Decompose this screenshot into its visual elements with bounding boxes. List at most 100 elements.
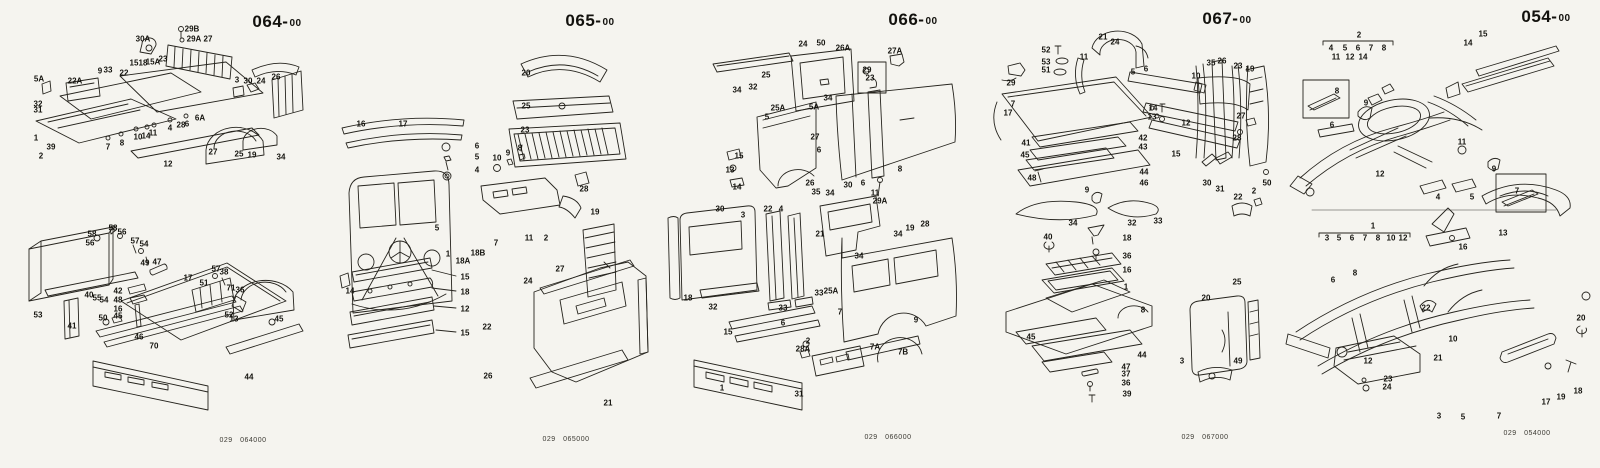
part-number-label: 30 <box>243 76 253 86</box>
part-number-label: 34 <box>276 152 286 162</box>
part-number-label: 24 <box>523 276 533 286</box>
part-number-label: 18 <box>460 287 470 297</box>
part-number-label: 44 <box>244 372 254 382</box>
part-number-label: 12 <box>460 304 470 314</box>
plate-code-065: 029 065000 <box>542 436 590 443</box>
part-number-label: 36 <box>235 285 245 295</box>
part-number-label: 8 <box>1140 305 1146 315</box>
part-number-label: 1 <box>33 133 39 143</box>
part-number-label: 17 <box>1003 108 1013 118</box>
part-number-label: 5 <box>764 112 770 122</box>
part-number-label: 15 <box>460 272 470 282</box>
part-number-label: 48 <box>1027 173 1037 183</box>
part-number-label: 5 <box>1130 67 1136 77</box>
part-number-label: 6 <box>860 178 866 188</box>
part-number-label: 22 <box>1421 303 1431 313</box>
plate-code-054: 029 054000 <box>1503 430 1551 437</box>
part-number-label: 44 <box>1139 167 1149 177</box>
part-number-label: 18B <box>470 248 486 258</box>
part-number-label: 17 <box>398 119 408 129</box>
part-number-label: 39 <box>1122 389 1132 399</box>
part-number-label: 6A <box>194 113 206 123</box>
part-number-label: 55 <box>92 293 102 303</box>
part-number-label: 42 <box>113 286 123 296</box>
part-number-label: 3 <box>1324 233 1330 243</box>
part-number-label: 50 <box>816 38 826 48</box>
page-number-067: 067-00 <box>1202 10 1251 27</box>
part-number-label: 16 <box>1122 265 1132 275</box>
part-number-label: 12 <box>1345 52 1355 62</box>
part-number-label: 25 <box>234 149 244 159</box>
part-number-label: 71 <box>226 283 236 293</box>
part-number-label: 14 <box>732 182 742 192</box>
part-number-label: 6 <box>184 119 190 129</box>
part-number-label: 7A <box>869 342 881 352</box>
part-number-label: 7 <box>837 307 843 317</box>
part-number-label: 28A <box>795 344 811 354</box>
page-number-main: 066- <box>888 10 925 29</box>
part-number-label: 25A <box>770 103 786 113</box>
part-number-label: 33 <box>103 65 113 75</box>
part-number-label: 22A <box>67 76 83 86</box>
part-number-label: 2 <box>1356 30 1362 40</box>
part-number-label: 6 <box>1355 43 1361 53</box>
part-number-label: 26 <box>483 371 493 381</box>
part-number-label: 32 <box>1127 218 1137 228</box>
part-number-label: 52 <box>224 310 234 320</box>
page-number-066: 066-00 <box>888 11 937 28</box>
page-number-064: 064-00 <box>252 13 301 30</box>
part-number-label: 2 <box>1251 186 1257 196</box>
part-number-label: 17 <box>183 273 193 283</box>
part-number-label: 30 <box>843 180 853 190</box>
part-number-label: 5 <box>434 223 440 233</box>
part-number-label: 37 <box>1121 369 1131 379</box>
part-number-label: 11 <box>870 188 880 198</box>
part-number-label: 39 <box>46 142 56 152</box>
part-number-label: 58 <box>108 223 118 233</box>
part-number-label: 33 <box>814 288 824 298</box>
part-number-label: 27 <box>1236 111 1246 121</box>
part-number-label: 57 <box>211 264 221 274</box>
part-number-label: 13 <box>229 314 239 324</box>
part-number-label: 8 <box>1352 268 1358 278</box>
part-number-label: 38 <box>219 267 229 277</box>
part-number-label: 40 <box>1043 232 1053 242</box>
plate-code-067: 029 067000 <box>1181 434 1229 441</box>
part-number-label: 25 <box>761 70 771 80</box>
part-number-label: 41 <box>1021 138 1031 148</box>
part-number-label: 45 <box>113 311 123 321</box>
part-number-label: 12 <box>1181 118 1191 128</box>
plate-code-064: 029 064000 <box>219 437 267 444</box>
part-number-label: 45 <box>274 314 284 324</box>
part-number-label: 1 <box>445 249 451 259</box>
part-number-label: 5 <box>1342 43 1348 53</box>
part-number-label: 27 <box>208 147 218 157</box>
part-number-label: 23 <box>520 125 530 135</box>
part-number-label: 34 <box>1068 218 1078 228</box>
part-number-label: 56 <box>85 238 95 248</box>
part-number-label: 20 <box>1201 293 1211 303</box>
part-number-label: 9 <box>1084 185 1090 195</box>
part-number-label: 3 <box>1179 356 1185 366</box>
part-number-label: 30 <box>715 204 725 214</box>
part-number-label: 34 <box>825 188 835 198</box>
part-number-label: 10 <box>492 153 502 163</box>
part-number-label: 32 <box>708 302 718 312</box>
part-number-label: 12 <box>1398 233 1408 243</box>
part-number-label: 5 <box>1460 412 1466 422</box>
part-number-label: 54 <box>139 239 149 249</box>
part-number-label: 14 <box>1358 52 1368 62</box>
part-number-label: 18 <box>683 293 693 303</box>
part-number-label: 6 <box>474 141 480 151</box>
part-number-label: 9 <box>1491 164 1497 174</box>
part-number-label: 8 <box>1375 233 1381 243</box>
part-number-label: 7 <box>493 238 499 248</box>
part-number-label: 53 <box>33 310 43 320</box>
part-number-label: 46 <box>134 332 144 342</box>
part-number-label: 25 <box>1232 277 1242 287</box>
part-number-label: 16 <box>1458 242 1468 252</box>
diagram-064-floor-assembly <box>28 26 304 411</box>
part-number-label: 22 <box>763 204 773 214</box>
